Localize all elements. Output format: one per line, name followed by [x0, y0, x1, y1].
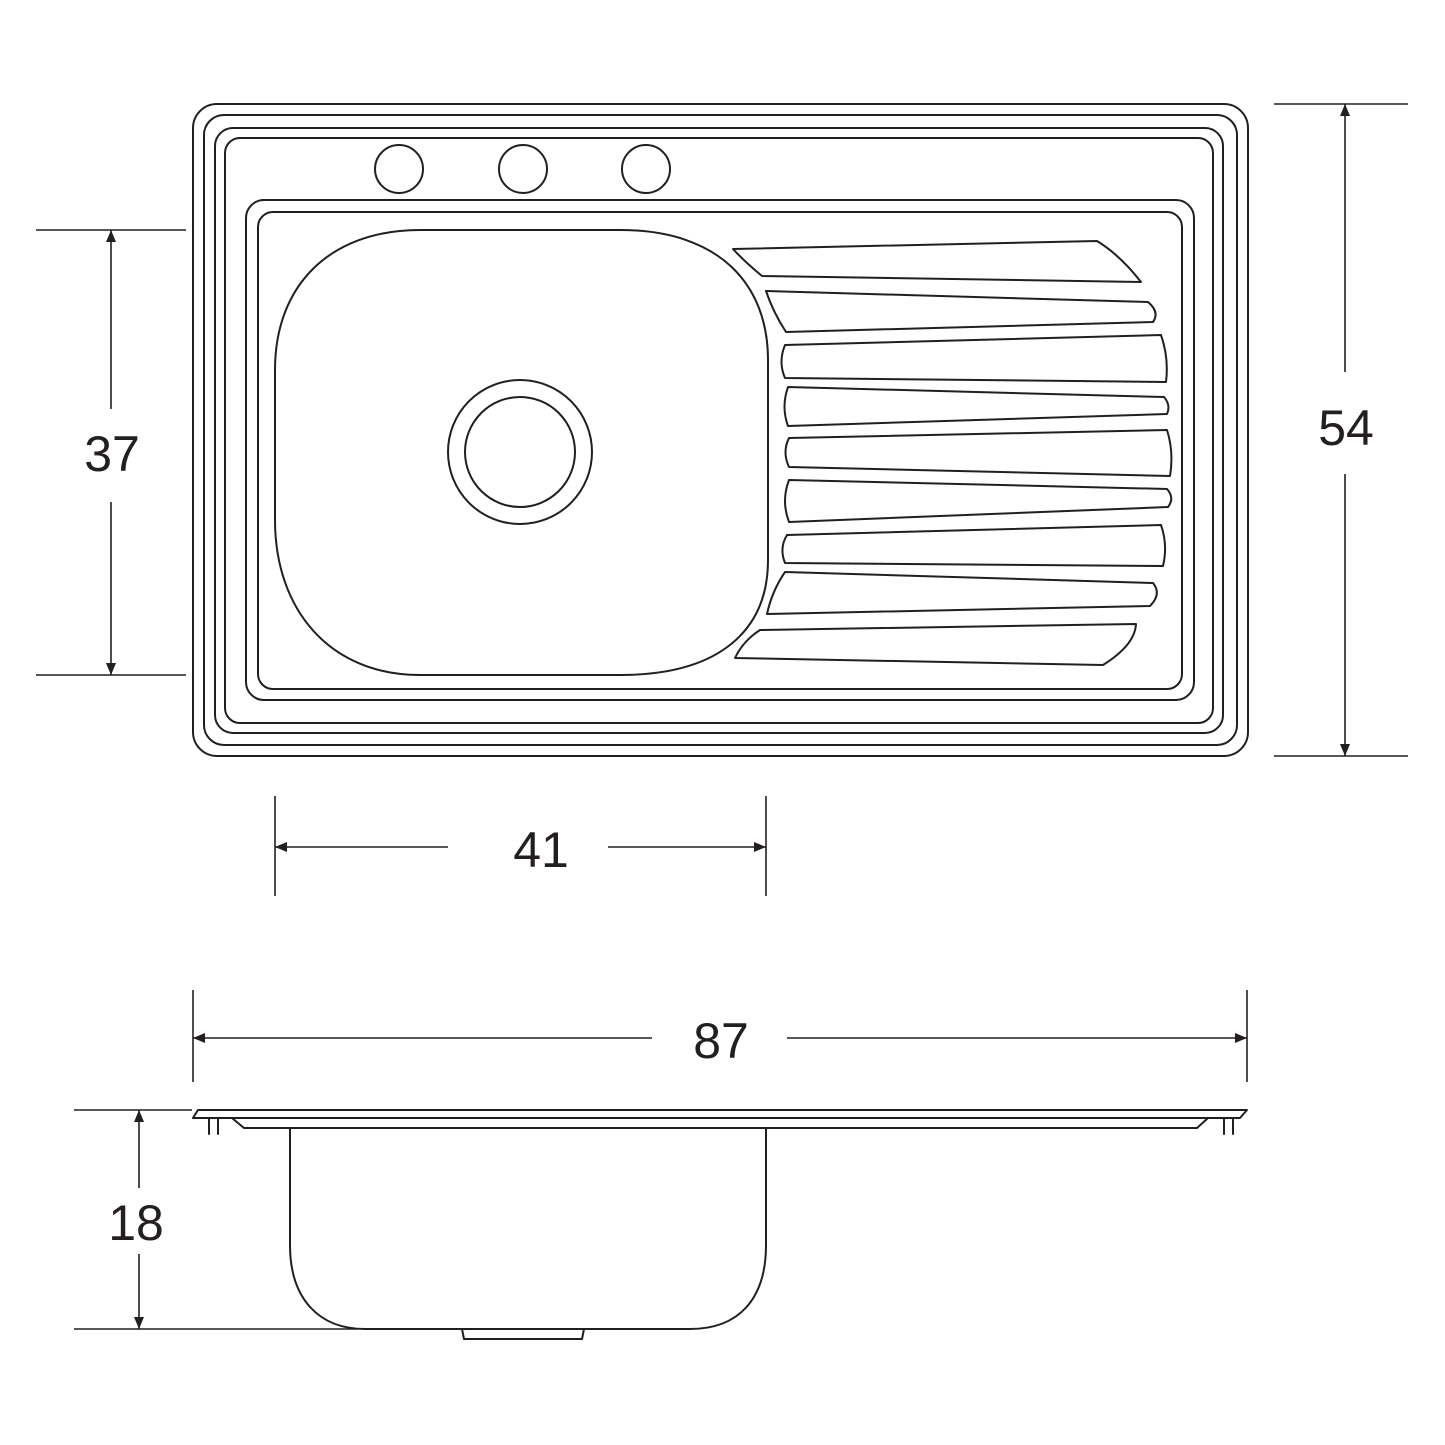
sink-deck-inner: [257, 211, 1183, 690]
mounting-clips-right: [1223, 1117, 1234, 1135]
sink-deck-outer: [245, 199, 1195, 701]
tap-hole-3: [621, 144, 671, 194]
drain-inner: [464, 396, 576, 508]
groove-5: [784, 429, 1173, 477]
sink-outer-rim: [192, 103, 1249, 757]
groove-6: [784, 479, 1173, 523]
dimension-label-41: 41: [513, 822, 569, 878]
groove-7: [781, 524, 1167, 567]
side-rim: [192, 1109, 1248, 1119]
sink-rim-3: [214, 127, 1224, 734]
dimension-label-37: 37: [84, 426, 140, 482]
drainboard-grooves: [732, 240, 1173, 666]
dimension-label-54: 54: [1318, 400, 1374, 456]
groove-9: [734, 623, 1137, 666]
groove-3: [780, 334, 1168, 383]
drain-outer: [447, 379, 593, 525]
tap-hole-2: [498, 144, 548, 194]
sink-bowl: [274, 229, 769, 676]
dimension-label-18: 18: [108, 1195, 164, 1251]
dimension-bowl-width: 41: [274, 796, 767, 896]
mounting-clips-left: [208, 1117, 219, 1135]
dimension-height-right: 54: [1274, 103, 1408, 757]
sink-rim-4: [224, 137, 1214, 724]
dimension-label-87: 87: [693, 1013, 749, 1069]
side-deck: [231, 1117, 1209, 1129]
sink-rim-2: [203, 114, 1238, 746]
tap-hole-1: [374, 144, 424, 194]
side-view: [192, 1109, 1248, 1340]
dimension-depth: 18: [74, 1109, 358, 1330]
groove-4: [783, 386, 1170, 427]
side-drain-outlet: [461, 1328, 585, 1340]
groove-2: [765, 290, 1157, 333]
side-bowl: [289, 1127, 767, 1330]
groove-8: [766, 571, 1158, 615]
groove-1: [732, 240, 1142, 283]
top-view: [192, 103, 1249, 757]
dimension-height-left: 37: [36, 229, 186, 676]
dimension-total-width: 87: [192, 990, 1248, 1082]
